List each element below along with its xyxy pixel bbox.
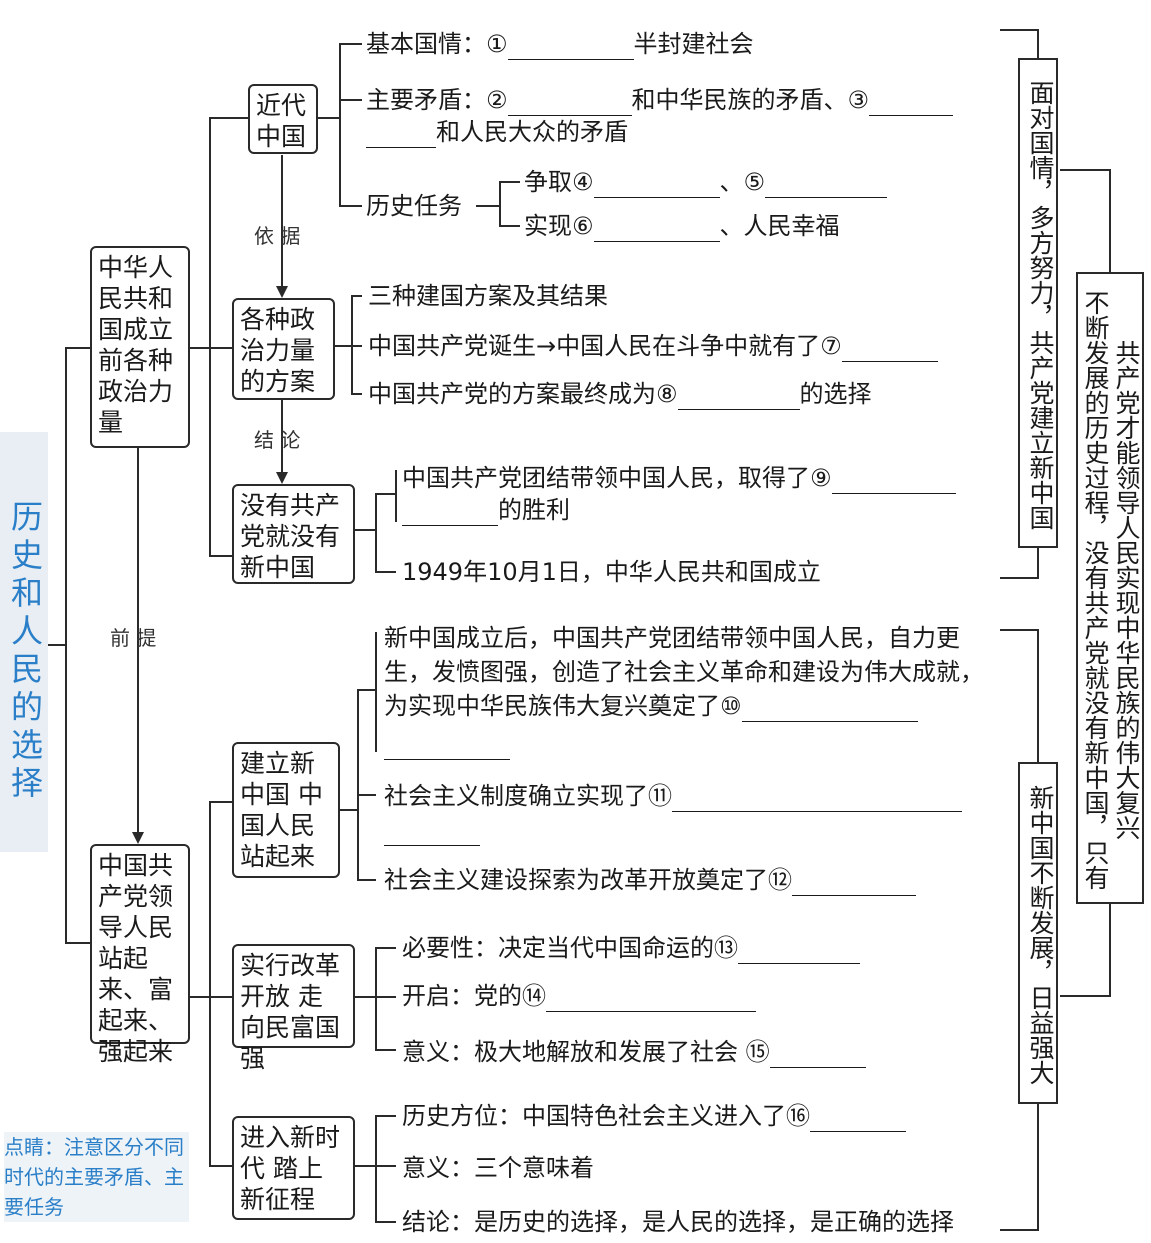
item-conclusion: 结论：是历史的选择，是人民的选择，是正确的选择 (402, 1208, 954, 1236)
box-reform: 实行改革开放 走向民富国强 (232, 944, 355, 1073)
item-contradiction-2: 和人民大众的矛盾 (366, 116, 628, 148)
item-necessity: 必要性：决定当代中国命运的⑬ (402, 932, 860, 964)
item-socialism: 社会主义制度确立实现了⑪ (384, 780, 962, 812)
item-after-2: 生，发愤图强，创造了社会主义革命和建设为伟大成就， (384, 658, 984, 686)
item-significance: 意义：极大地解放和发展了社会 ⑮ (402, 1036, 866, 1068)
item-meaning: 意义：三个意味着 (402, 1154, 594, 1182)
tip-note: 点睛：注意区分不同时代的主要矛盾、主要任务 (4, 1132, 189, 1222)
box-plans: 各种政治力量的方案 (232, 298, 335, 400)
item-after-4 (384, 728, 510, 760)
label-basis: 依 据 (254, 224, 301, 248)
box-stand-up: 建立新中国 中国人民站起来 (232, 742, 340, 878)
right-summary-box: 共产党才能领导人民实现中华民族的伟大复兴不断发展的历史过程，没有共产党就没有新中… (1076, 272, 1144, 904)
item-after-1: 新中国成立后，中国共产党团结带领中国人民，自力更 (384, 624, 960, 652)
box-modern-china: 近代中国 (248, 84, 318, 154)
item-after-3: 为实现中华民族伟大复兴奠定了⑩ (384, 690, 918, 722)
box-new-era: 进入新时代 踏上新征程 (232, 1116, 355, 1220)
item-victory: 中国共产党团结带领中国人民，取得了⑨ (402, 462, 956, 494)
item-plan-2: 中国共产党诞生→中国人民在斗争中就有了⑦ (368, 330, 938, 362)
label-premise: 前 提 (110, 626, 157, 650)
item-founding: 1949年10月1日，中华人民共和国成立 (402, 558, 821, 586)
box-before-prc: 中华人民共和国成立前各种政治力量 (90, 246, 190, 448)
box-cpc-lead: 中国共产党领导人民站起来、富起来、强起来 (90, 844, 190, 1066)
item-task: 历史任务 (366, 192, 462, 220)
item-task-1: 争取④、⑤ (524, 166, 888, 198)
item-start: 开启：党的⑭ (402, 980, 756, 1012)
right-develop-box: 新中国不断发展，日益强大 (1018, 762, 1058, 1104)
item-socialism-2 (384, 814, 480, 846)
title-vertical: 历史和人民的选择 (0, 432, 48, 852)
box-no-cpc: 没有共产党就没有新中国 (232, 484, 355, 584)
item-task-2: 实现⑥、人民幸福 (524, 212, 840, 242)
right-face-box: 面对国情，多方努力，共产党建立新中国 (1018, 58, 1058, 548)
item-victory-2: 的胜利 (402, 494, 570, 526)
label-conclusion: 结 论 (254, 428, 301, 452)
item-plan-1: 三种建国方案及其结果 (368, 282, 608, 310)
item-position: 历史方位：中国特色社会主义进入了⑯ (402, 1100, 906, 1132)
item-explore: 社会主义建设探索为改革开放奠定了⑫ (384, 864, 916, 896)
